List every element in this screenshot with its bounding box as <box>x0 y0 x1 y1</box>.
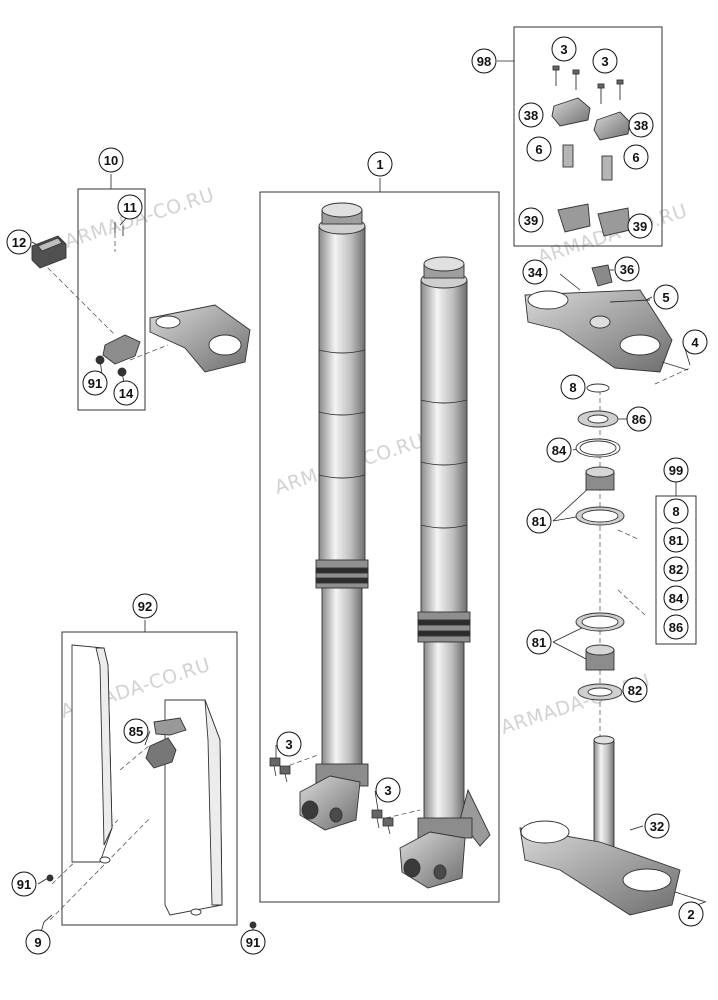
svg-text:6: 6 <box>535 142 542 157</box>
svg-text:11: 11 <box>123 200 137 215</box>
svg-text:12: 12 <box>12 235 26 250</box>
callout-3-c: 3 <box>276 731 302 757</box>
svg-text:10: 10 <box>104 153 118 168</box>
callout-6-b: 6 <box>623 144 649 170</box>
lower-triple-clamp <box>519 735 707 916</box>
svg-text:84: 84 <box>552 443 567 458</box>
svg-text:91: 91 <box>17 877 31 892</box>
svg-text:81: 81 <box>532 635 546 650</box>
kit-99-item: 81 <box>663 527 689 553</box>
callout-4: 4 <box>682 329 708 355</box>
svg-text:39: 39 <box>524 213 538 228</box>
callout-38-a: 38 <box>518 102 544 128</box>
svg-text:6: 6 <box>632 150 639 165</box>
callout-92: 92 <box>132 593 158 619</box>
kit-99-item-label: 8 <box>672 504 679 519</box>
right-fork-leg <box>399 256 491 889</box>
svg-text:92: 92 <box>138 599 152 614</box>
callout-12: 12 <box>6 229 32 255</box>
handlebar-clamp-set-98 <box>551 65 631 237</box>
axle-clamp-bolts-left <box>269 757 291 783</box>
callout-3-a: 3 <box>551 36 577 62</box>
svg-text:4: 4 <box>691 335 699 350</box>
svg-text:91: 91 <box>88 376 102 391</box>
svg-text:38: 38 <box>524 108 538 123</box>
group-box-1 <box>259 191 500 903</box>
callout-1: 1 <box>367 151 393 177</box>
kit-99-item-label: 84 <box>669 591 684 606</box>
bracket-assembly-10 <box>31 222 251 377</box>
callout-98: 98 <box>471 48 497 74</box>
bearing-stack <box>575 383 625 701</box>
callout-91-a: 91 <box>82 370 108 396</box>
svg-text:85: 85 <box>129 724 143 739</box>
callout-9: 9 <box>25 929 51 955</box>
callout-11: 11 <box>117 194 143 220</box>
callout-84: 84 <box>546 437 572 463</box>
svg-text:38: 38 <box>634 118 648 133</box>
kit-99-item-label: 86 <box>669 620 683 635</box>
svg-text:34: 34 <box>528 265 543 280</box>
callout-32: 32 <box>644 813 670 839</box>
callout-81-a: 81 <box>526 508 552 534</box>
callout-6-a: 6 <box>526 136 552 162</box>
kit-99-item: 8 <box>663 498 689 524</box>
svg-text:99: 99 <box>669 463 683 478</box>
callout-39-a: 39 <box>518 207 544 233</box>
svg-text:3: 3 <box>560 42 567 57</box>
kit-99-item: 84 <box>663 585 689 611</box>
callout-39-b: 39 <box>627 213 653 239</box>
callout-14: 14 <box>113 380 139 406</box>
kit-99-item: 82 <box>663 556 689 582</box>
svg-text:5: 5 <box>662 290 669 305</box>
svg-text:36: 36 <box>620 262 634 277</box>
group-box-10 <box>77 188 146 411</box>
svg-text:3: 3 <box>285 737 292 752</box>
callout-38-b: 38 <box>628 112 654 138</box>
svg-text:9: 9 <box>34 935 41 950</box>
svg-text:81: 81 <box>532 514 546 529</box>
fork-guards-92 <box>43 644 257 929</box>
callout-34: 34 <box>522 259 548 285</box>
svg-text:39: 39 <box>633 219 647 234</box>
callout-36: 36 <box>614 256 640 282</box>
svg-text:3: 3 <box>384 783 391 798</box>
svg-text:8: 8 <box>569 380 576 395</box>
svg-text:98: 98 <box>477 54 491 69</box>
callout-91-b: 91 <box>11 871 37 897</box>
callout-86: 86 <box>626 406 652 432</box>
callout-3-b: 3 <box>592 48 618 74</box>
group-box-92 <box>61 631 238 926</box>
group-box-98 <box>513 26 663 247</box>
callout-8: 8 <box>560 374 586 400</box>
callout-82: 82 <box>622 677 648 703</box>
callout-91-c: 91 <box>240 929 266 955</box>
left-fork-leg <box>299 202 369 831</box>
svg-text:91: 91 <box>246 935 260 950</box>
svg-text:1: 1 <box>376 157 383 172</box>
callout-85: 85 <box>123 718 149 744</box>
kit-99-item: 86 <box>663 614 689 640</box>
axle-clamp-bolts-right <box>371 809 394 835</box>
kit-99-item-label: 81 <box>669 533 683 548</box>
svg-text:82: 82 <box>628 683 642 698</box>
callout-2: 2 <box>678 901 704 927</box>
callout-99: 99 <box>663 457 689 483</box>
kit-99-item-label: 82 <box>669 562 683 577</box>
svg-text:3: 3 <box>601 54 608 69</box>
callout-10: 10 <box>98 147 124 173</box>
svg-text:2: 2 <box>687 907 694 922</box>
callout-81-b: 81 <box>526 629 552 655</box>
svg-text:32: 32 <box>650 819 664 834</box>
svg-text:86: 86 <box>632 412 646 427</box>
svg-text:14: 14 <box>119 386 134 401</box>
callout-3-d: 3 <box>375 777 401 803</box>
callout-5: 5 <box>653 284 679 310</box>
upper-triple-clamp <box>524 264 689 373</box>
